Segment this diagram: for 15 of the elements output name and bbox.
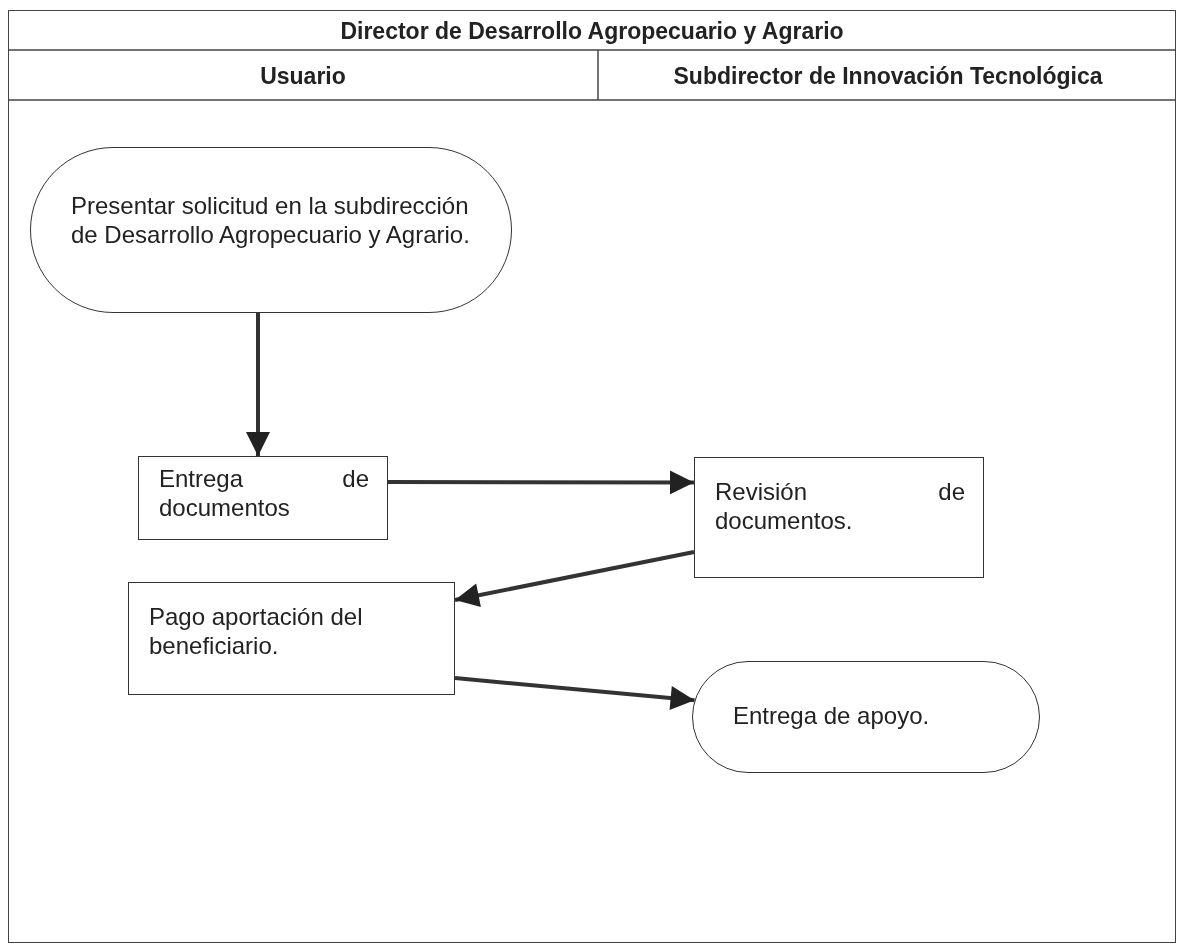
- step-text: Revisión de documentos.: [715, 478, 965, 536]
- arrow: [454, 676, 695, 710]
- arrow: [388, 470, 694, 495]
- process-box: [694, 457, 984, 578]
- process-box: [128, 582, 455, 695]
- step-text: Entrega de apoyo.: [733, 702, 931, 731]
- step-text: Entrega de documentos: [159, 465, 369, 523]
- column-header: Subdirector de Innovación Tecnológica: [672, 61, 1104, 91]
- arrow: [246, 313, 270, 456]
- step-text: Pago aportación del beneficiario.: [149, 603, 364, 661]
- table-title: Director de Desarrollo Agropecuario y Agrario: [339, 16, 845, 46]
- process-box: [138, 456, 388, 540]
- step-text: Presentar solicitud en la subdirección de Desarrollo Agropecuario y Agrario.: [71, 192, 471, 250]
- column-header: Usuario: [259, 61, 347, 91]
- arrow: [454, 550, 695, 608]
